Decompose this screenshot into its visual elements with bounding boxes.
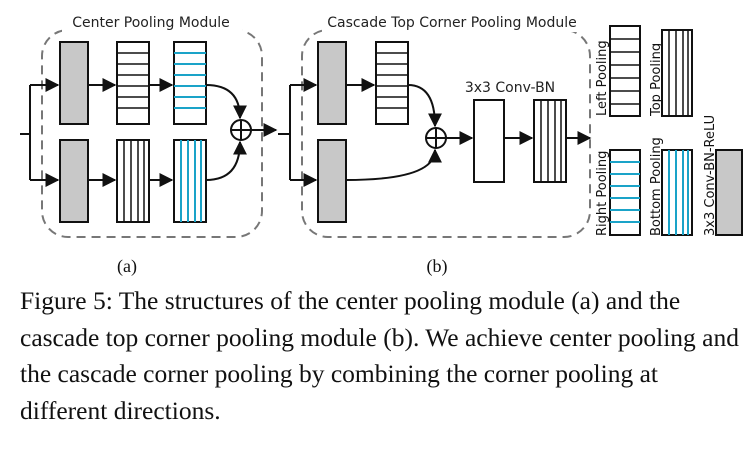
conv-block-bottom-b bbox=[317, 139, 347, 223]
legend-top-pooling-swatch bbox=[661, 29, 693, 117]
module-a-title: Center Pooling Module bbox=[72, 15, 230, 31]
legend-conv-bn-relu-swatch bbox=[715, 149, 743, 236]
top-pooling-block-b bbox=[533, 99, 567, 183]
conv-bn-block bbox=[473, 99, 505, 183]
pooling-structures-diagram: Center Pooling Module bbox=[20, 14, 743, 277]
module-b-title: Cascade Top Corner Pooling Module bbox=[327, 15, 576, 31]
right-pooling-block bbox=[173, 41, 207, 125]
figure-caption: Figure 5: The structures of the center p… bbox=[20, 286, 739, 425]
sum-node-a bbox=[230, 119, 252, 141]
left-pooling-block-b bbox=[375, 41, 409, 125]
sum-node-b bbox=[425, 127, 447, 149]
legend-conv-bn-relu-label: 3x3 Conv-BN-ReLU bbox=[703, 115, 718, 236]
legend-right-pooling-label: Right Pooling bbox=[595, 151, 610, 236]
bottom-pooling-block bbox=[173, 139, 207, 223]
module-b-dashed-border bbox=[301, 29, 591, 238]
legend-left-pooling-label: Left Pooling bbox=[595, 40, 610, 116]
conv-block-bottom bbox=[59, 139, 89, 223]
left-pooling-block bbox=[116, 41, 150, 125]
legend-bottom-pooling-swatch bbox=[661, 149, 693, 236]
conv-bn-label: 3x3 Conv-BN bbox=[465, 80, 555, 96]
legend-right-pooling-swatch bbox=[609, 149, 641, 236]
legend-top-pooling-label: Top Pooling bbox=[649, 43, 664, 117]
top-pooling-block bbox=[116, 139, 150, 223]
cascade-top-corner-pooling-module: Cascade Top Corner Pooling Module 3x3 Co… bbox=[278, 14, 592, 277]
legend: Left Pooling Top Pooling 3x3 Conv-BN-ReL… bbox=[595, 25, 743, 236]
conv-block-top-b bbox=[317, 41, 347, 125]
center-pooling-module: Center Pooling Module bbox=[20, 14, 278, 277]
module-b-label: (b) bbox=[427, 256, 448, 277]
conv-block-top bbox=[59, 41, 89, 125]
legend-bottom-pooling-label: Bottom Pooling bbox=[649, 137, 664, 236]
legend-left-pooling-swatch bbox=[609, 25, 641, 117]
module-a-label: (a) bbox=[117, 256, 137, 277]
